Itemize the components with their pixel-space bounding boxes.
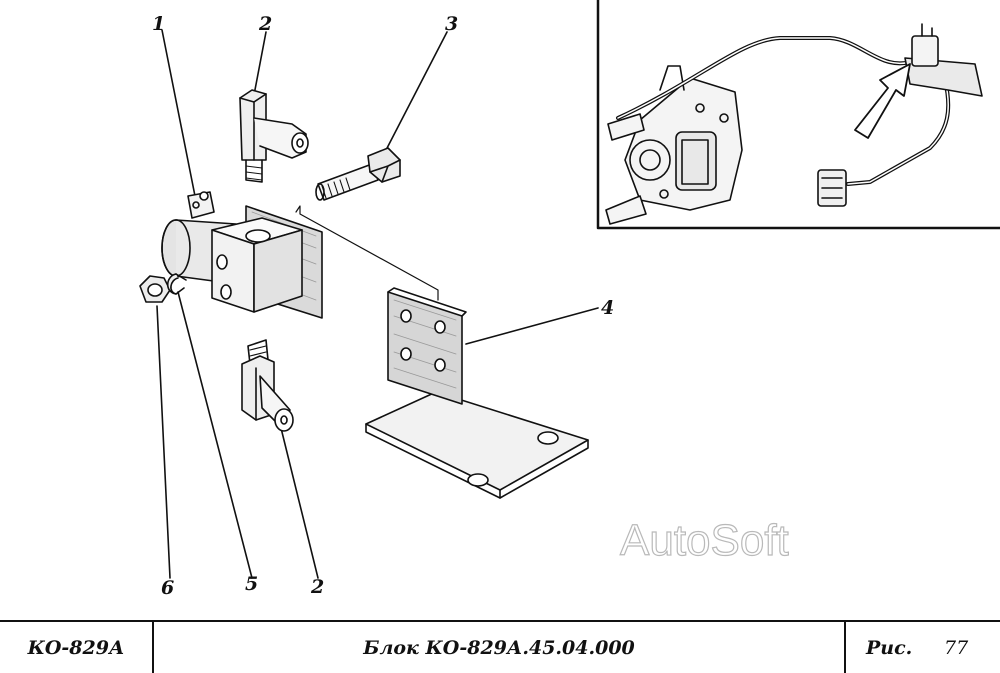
callout-4: 4 (601, 297, 614, 319)
assembly-name-cell: Блок КО-829А.45.04.000 (154, 622, 846, 673)
model-label: КО-829А (27, 636, 125, 659)
title-block: КО-829А Блок КО-829А.45.04.000 Рис. 77 (0, 620, 1000, 673)
bolt-part-3 (315, 147, 401, 201)
inset-installation-view (596, 0, 1000, 230)
figure-cell: Рис. 77 (846, 622, 1000, 673)
exploded-assembly-drawing: 1 2 3 4 6 5 2 AutoSoft (139, 0, 1000, 599)
mounting-bracket-part-4 (365, 287, 589, 499)
callout-3: 3 (445, 13, 458, 35)
washer-part-5 (166, 273, 187, 295)
model-cell: КО-829А (0, 622, 154, 673)
callout-2-top: 2 (258, 13, 272, 35)
figure-label: Рис. (866, 636, 913, 659)
fitting-bottom-part-2 (241, 339, 294, 432)
callout-1: 1 (152, 13, 165, 35)
watermark: AutoSoft (620, 516, 789, 565)
nut-part-6 (139, 275, 171, 303)
solenoid-valve-part-1 (161, 191, 323, 319)
callout-6: 6 (161, 577, 174, 599)
callout-5: 5 (245, 573, 258, 595)
figure-number: 77 (944, 636, 969, 659)
callout-2-bottom: 2 (310, 576, 324, 598)
assembly-name: Блок КО-829А.45.04.000 (363, 636, 635, 659)
fitting-top-part-2 (239, 89, 309, 183)
